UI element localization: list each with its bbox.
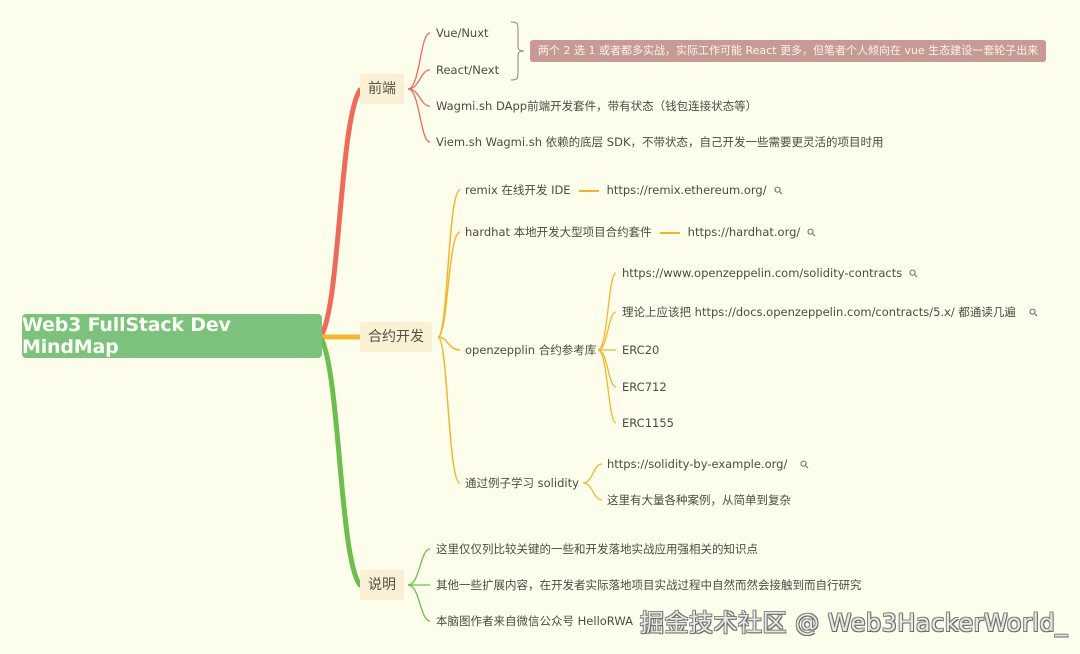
remix-label: remix 在线开发 IDE xyxy=(465,183,571,197)
node-oz-solidity-contracts[interactable]: https://www.openzeppelin.com/solidity-co… xyxy=(622,265,921,282)
watermark: 掘金技术社区 @ Web3HackerWorld_ xyxy=(640,609,1068,637)
node-solidity-cases[interactable]: 这里有大量各种案例，从简单到复杂 xyxy=(607,493,791,507)
branch-frontend-label: 前端 xyxy=(368,81,396,97)
oz-docs-text[interactable]: 理论上应该把 https://docs.openzeppelin.com/con… xyxy=(622,305,1016,319)
node-vue-nuxt[interactable]: Vue/Nuxt xyxy=(436,26,489,40)
node-react-next[interactable]: React/Next xyxy=(436,63,500,77)
frontend-summary-note[interactable]: 两个 2 选 1 或者都多实战，实际工作可能 React 更多，但笔者个人倾向在… xyxy=(530,40,1047,62)
node-hardhat[interactable]: hardhat 本地开发大型项目合约套件 https://hardhat.org/… xyxy=(465,224,819,241)
node-erc712[interactable]: ERC712 xyxy=(622,380,667,394)
node-note-3[interactable]: 本脑图作者来自微信公众号 HelloRWA xyxy=(436,614,633,628)
oz-contracts-link[interactable]: https://www.openzeppelin.com/solidity-co… xyxy=(622,266,903,280)
node-solidity-by-example[interactable]: https://solidity-by-example.org/⚲ xyxy=(607,456,812,473)
branch-contracts-label: 合约开发 xyxy=(368,329,424,345)
node-wagmi[interactable]: Wagmi.sh DApp前端开发套件，带有状态（钱包连接状态等） xyxy=(436,99,758,113)
node-remix[interactable]: remix 在线开发 IDE https://remix.ethereum.org… xyxy=(465,182,786,199)
hardhat-label: hardhat 本地开发大型项目合约套件 xyxy=(465,225,652,239)
node-oz-docs[interactable]: 理论上应该把 https://docs.openzeppelin.com/con… xyxy=(622,304,1041,321)
root-label: Web3 FullStack Dev MindMap xyxy=(22,314,231,358)
node-note-1[interactable]: 这里仅仅列比较关键的一些和开发落地实战应用强相关的知识点 xyxy=(436,542,758,556)
node-note-2[interactable]: 其他一些扩展内容，在开发者实际落地项目实战过程中自然而然会接触到而自行研究 xyxy=(436,578,862,592)
node-erc1155[interactable]: ERC1155 xyxy=(622,416,674,430)
node-erc20[interactable]: ERC20 xyxy=(622,343,660,357)
remix-url-link[interactable]: https://remix.ethereum.org/ xyxy=(606,183,767,197)
solidity-by-example-link[interactable]: https://solidity-by-example.org/ xyxy=(607,457,788,471)
branch-notes[interactable]: 说明 xyxy=(360,570,404,600)
remix-connector xyxy=(578,189,599,192)
root-node[interactable]: Web3 FullStack Dev MindMap xyxy=(22,314,322,358)
node-viem[interactable]: Viem.sh Wagmi.sh 依赖的底层 SDK，不带状态，自己开发一些需要… xyxy=(436,135,884,149)
branch-frontend[interactable]: 前端 xyxy=(360,74,404,104)
hardhat-connector xyxy=(659,231,680,234)
branch-notes-label: 说明 xyxy=(368,577,396,593)
hardhat-url-link[interactable]: https://hardhat.org/ xyxy=(687,225,801,239)
node-openzeppelin[interactable]: openzepplin 合约参考库 xyxy=(465,343,597,357)
branch-contracts[interactable]: 合约开发 xyxy=(360,322,432,352)
node-solidity-examples[interactable]: 通过例子学习 solidity xyxy=(465,476,579,490)
